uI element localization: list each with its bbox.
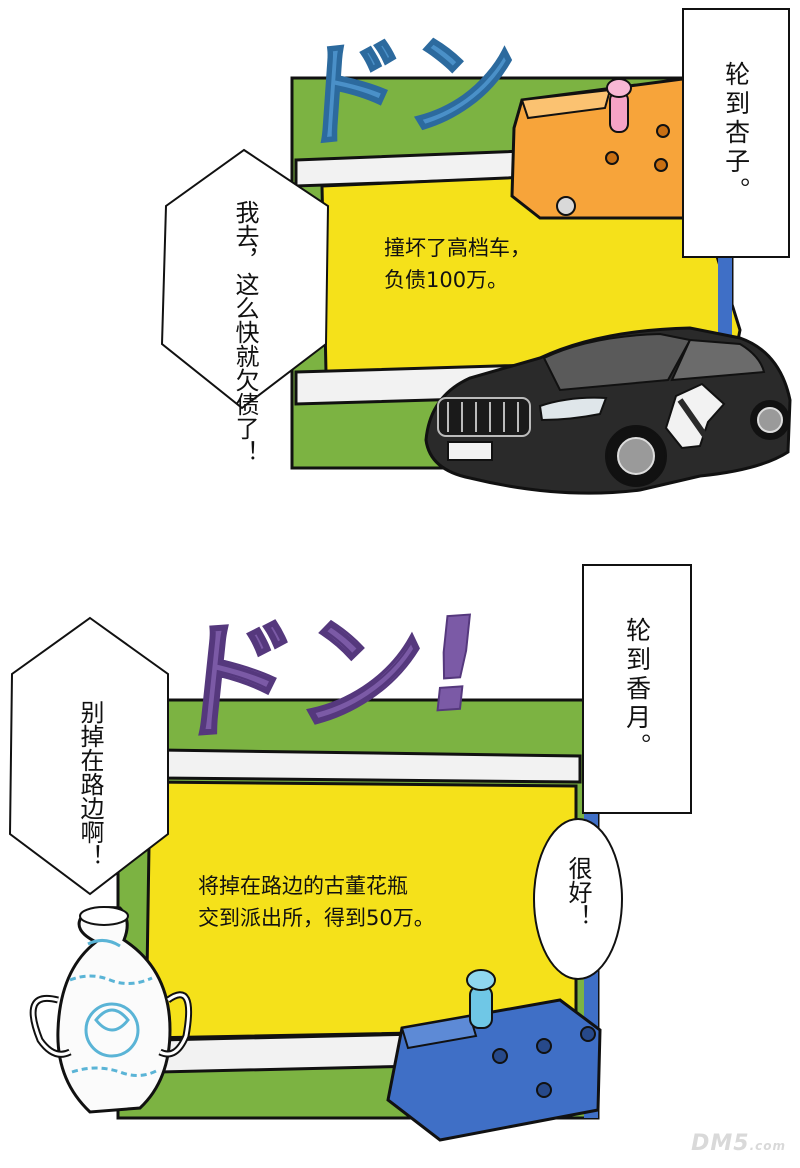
board-road-bottom-2: [158, 1032, 422, 1074]
board-caption-2-line1: 将掉在路边的古董花瓶: [198, 874, 408, 898]
site-watermark: DM5.com: [691, 1131, 786, 1156]
watermark-suffix: .com: [749, 1139, 786, 1153]
panel-2: ドン! 轮到香月。 别掉在路边啊！ 很好！ 将掉在路边的古董花瓶 交到派出所，得…: [0, 560, 800, 1168]
narration-text-1: 轮到杏子。: [721, 60, 751, 206]
sound-effect-don-1: ドン: [288, 10, 522, 167]
speech-bubble-2-text: 别掉在路边啊！: [76, 700, 104, 868]
narration-text-2: 轮到香月。: [622, 616, 652, 762]
antique-vase: [29, 906, 193, 1114]
board-caption-1-line1: 撞坏了高档车，: [384, 236, 531, 260]
speech-bubble-1-text: 我去，这么快就欠债了！: [231, 200, 259, 464]
black-luxury-sedan: [424, 326, 792, 495]
watermark-brand: DM5: [691, 1131, 750, 1156]
speech-bubble-3-shape: [533, 818, 623, 980]
panel-1: ドン 轮到杏子。 我去，这么快就欠债了！ 撞坏了高档车， 负债100万。: [0, 0, 800, 520]
speech-bubble-3: 很好！: [548, 856, 608, 956]
speech-bubble-2: 别掉在路边啊！: [40, 700, 140, 868]
speech-bubble-1: 我去，这么快就欠债了！: [188, 200, 302, 464]
board-caption-2-line2: 交到派出所，得到50万。: [198, 906, 435, 930]
sound-effect-don-2: ドン!: [160, 587, 491, 761]
speech-bubble-1-shape: [160, 148, 330, 410]
speech-bubble-3-text: 很好！: [564, 856, 592, 928]
board-caption-1-line2: 负债100万。: [384, 268, 509, 292]
speech-bubble-2-shape: [8, 616, 169, 896]
narration-box-1: 轮到杏子。: [682, 8, 790, 258]
narration-box-2: 轮到香月。: [582, 564, 692, 814]
game-board-illustration-2: [29, 698, 602, 1142]
orange-toy-car: [510, 76, 692, 220]
blue-toy-car: [386, 969, 602, 1142]
